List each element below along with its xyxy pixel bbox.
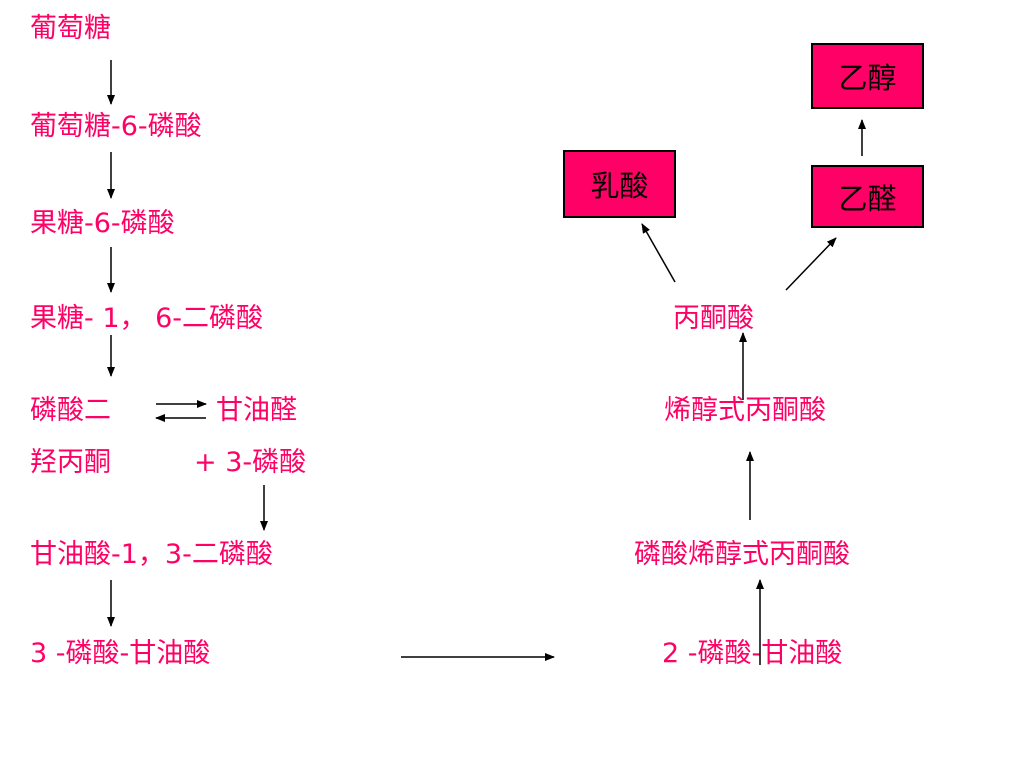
- phosphoenolpyruvate-label: 磷酸烯醇式丙酮酸: [634, 539, 850, 570]
- dhap-label-line2: 羟丙酮: [30, 447, 111, 478]
- glucose-label: 葡萄糖: [30, 13, 111, 44]
- enolpyruvate-label: 烯醇式丙酮酸: [664, 395, 826, 426]
- arrow-pyruvate-to-acetaldehyde: [785, 237, 837, 291]
- lactate-box: 乳酸: [563, 150, 676, 218]
- acetaldehyde-label: 乙醛: [838, 181, 897, 216]
- pyruvate-label: 丙酮酸: [673, 303, 754, 334]
- dhap-label-line1: 磷酸二: [30, 395, 111, 426]
- 2-phosphoglycerate-label: 2 -磷酸-甘油酸: [662, 638, 843, 669]
- fructose-6-phosphate-label: 果糖-6-磷酸: [30, 208, 175, 239]
- 3-phosphoglycerate-label: 3 -磷酸-甘油酸: [30, 638, 211, 669]
- 1-3-bisphosphoglycerate-label: 甘油酸-1，3-二磷酸: [30, 539, 273, 570]
- arrow-pyruvate-to-lactate: [641, 223, 676, 283]
- glucose-6-phosphate-label: 葡萄糖-6-磷酸: [30, 111, 202, 142]
- lactate-label: 乳酸: [590, 169, 649, 203]
- fructose-1-6-bisphosphate-label: 果糖- 1， 6-二磷酸: [30, 303, 264, 334]
- acetaldehyde-box: 乙醛: [811, 165, 924, 228]
- ethanol-label: 乙醇: [838, 61, 897, 95]
- g3p-label-line2: + 3-磷酸: [194, 447, 307, 478]
- g3p-label-line1: 甘油醛: [216, 395, 297, 426]
- ethanol-box: 乙醇: [811, 43, 924, 109]
